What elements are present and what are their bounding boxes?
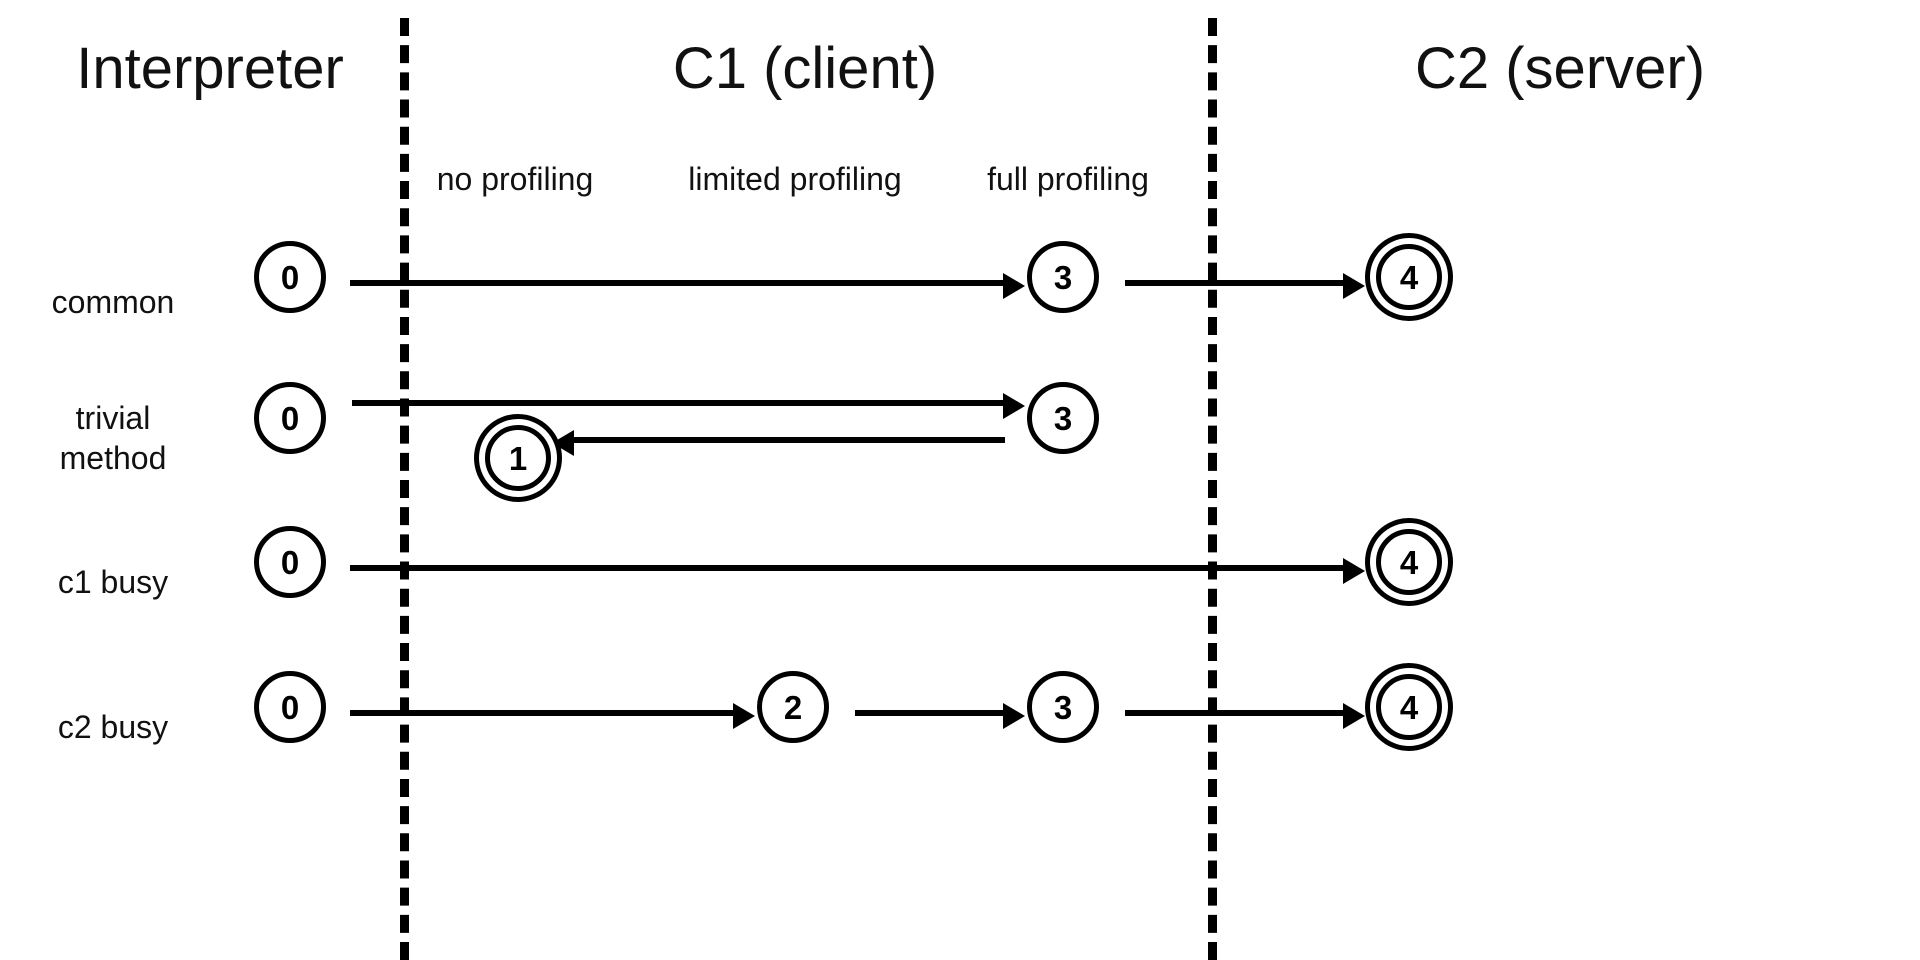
sub-label-full-profiling: full profiling [945,163,1191,195]
state-node-c2busy-2[interactable]: 2 [757,671,829,743]
row-label-c2-busy-text: c2 busy [57,709,169,745]
sub-label-limited-profiling-text: limited profiling [688,161,902,197]
state-node-common-3[interactable]: 3 [1027,241,1099,313]
column-header-interpreter: Interpreter [0,40,420,98]
state-node-label: 4 [1399,543,1419,581]
state-node-label: 0 [280,543,300,581]
sub-label-full-profiling-text: full profiling [987,161,1149,197]
state-node-c2busy-4[interactable]: 4 [1365,663,1453,751]
sub-label-no-profiling-text: no profiling [436,161,594,197]
sub-label-limited-profiling: limited profiling [645,163,945,195]
sub-label-no-profiling: no profiling [400,163,630,195]
state-node-common-4[interactable]: 4 [1365,233,1453,321]
column-header-c1-label: C1 (client) [672,36,938,101]
arrow-c2busy-3-to-4 [1125,703,1365,729]
state-node-label: 0 [280,258,300,296]
divider-interpreter-c1 [400,18,409,960]
row-label-trivial-method: trivial method [60,358,167,478]
state-node-common-0[interactable]: 0 [254,241,326,313]
divider-c1-c2 [1208,18,1217,960]
state-node-inner-ring: 4 [1376,674,1442,740]
arrow-c2busy-2-to-3 [855,703,1025,729]
arrow-head-icon [1003,393,1025,419]
state-node-c2busy-3[interactable]: 3 [1027,671,1099,743]
state-node-inner-ring: 1 [485,425,551,491]
state-node-trivial-1[interactable]: 1 [474,414,562,502]
arrow-c2busy-0-to-2 [350,703,755,729]
arrow-head-icon [1343,703,1365,729]
state-node-label: 2 [783,688,803,726]
arrow-head-icon [1003,703,1025,729]
state-node-label: 1 [508,439,528,477]
row-label-c2-busy: c2 busy [58,667,168,747]
arrow-head-icon [1003,273,1025,299]
state-node-label: 0 [280,399,300,437]
state-node-inner-ring: 4 [1376,244,1442,310]
state-node-inner-ring: 4 [1376,529,1442,595]
state-node-label: 3 [1053,399,1073,437]
column-header-c2-label: C2 (server) [1414,36,1706,101]
arrow-common-3-to-4 [1125,273,1365,299]
arrow-c1busy-0-to-4 [350,558,1365,584]
column-header-interpreter-label: Interpreter [76,36,344,101]
arrow-head-icon [733,703,755,729]
column-header-c2: C2 (server) [1290,40,1830,98]
column-header-c1: C1 (client) [555,40,1055,98]
row-label-common: common [52,242,175,322]
state-node-trivial-3[interactable]: 3 [1027,382,1099,454]
arrow-trivial-3-to-1 [552,430,1005,456]
row-label-c1-busy: c1 busy [58,522,168,602]
state-node-c1busy-4[interactable]: 4 [1365,518,1453,606]
arrow-head-icon [1343,273,1365,299]
state-node-label: 0 [280,688,300,726]
state-node-label: 3 [1053,258,1073,296]
row-label-common-text: common [51,284,175,320]
state-node-label: 3 [1053,688,1073,726]
arrow-head-icon [1343,558,1365,584]
state-node-label: 4 [1399,688,1419,726]
row-label-trivial-method-text: trivial method [59,400,167,476]
arrow-common-0-to-3 [350,273,1025,299]
state-node-trivial-0[interactable]: 0 [254,382,326,454]
state-node-c1busy-0[interactable]: 0 [254,526,326,598]
row-label-c1-busy-text: c1 busy [57,564,169,600]
arrow-trivial-0-to-3 [352,393,1025,419]
state-node-label: 4 [1399,258,1419,296]
state-node-c2busy-0[interactable]: 0 [254,671,326,743]
